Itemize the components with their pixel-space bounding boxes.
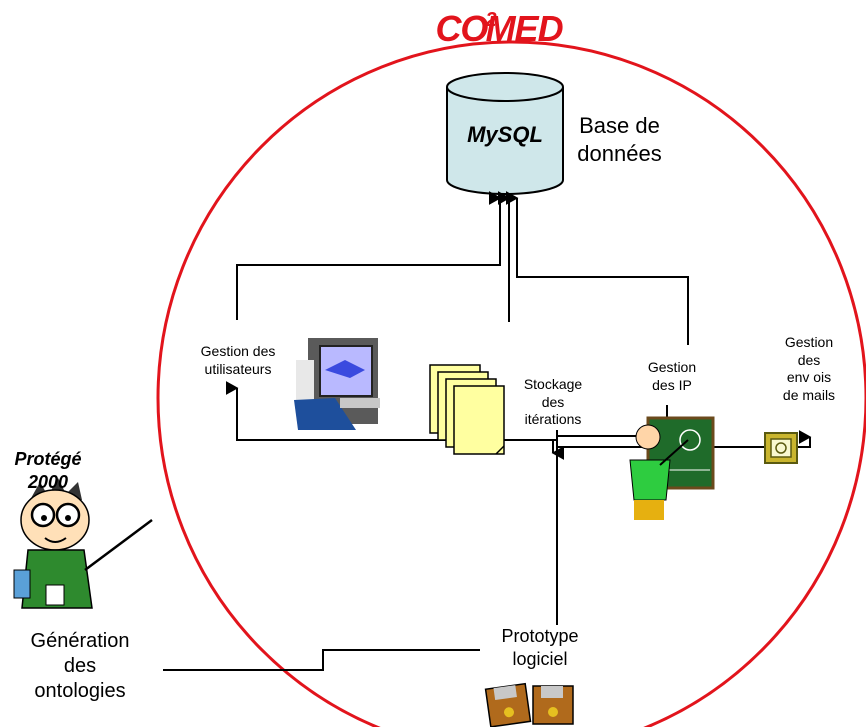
diagram-title: CO2MED <box>435 8 563 49</box>
database-icon <box>446 72 564 195</box>
prototype-label: Prototype logiciel <box>480 625 600 670</box>
connector-lines <box>163 191 812 671</box>
floppy-disk-icon <box>484 682 574 727</box>
module-ip-label: Gestion des IP <box>647 359 697 393</box>
database-label: Base de données <box>577 113 662 166</box>
protege-label: Protégé 2000 <box>14 449 82 492</box>
professor-cartoon-icon <box>13 478 153 609</box>
module-storage-label: Stockage des itérations <box>523 376 583 427</box>
co2med-boundary-circle <box>156 40 866 727</box>
teacher-board-icon <box>629 416 715 520</box>
stacked-pages-icon <box>429 364 505 455</box>
module-mails-label: Gestion des env ois de mails <box>782 334 836 403</box>
module-users-label: Gestion des utilisateurs <box>200 343 276 377</box>
generation-label: Génération des ontologies <box>30 630 130 702</box>
mail-icon <box>764 432 798 464</box>
database-engine-label: MySQL <box>467 122 543 147</box>
computer-user-icon <box>294 338 380 430</box>
